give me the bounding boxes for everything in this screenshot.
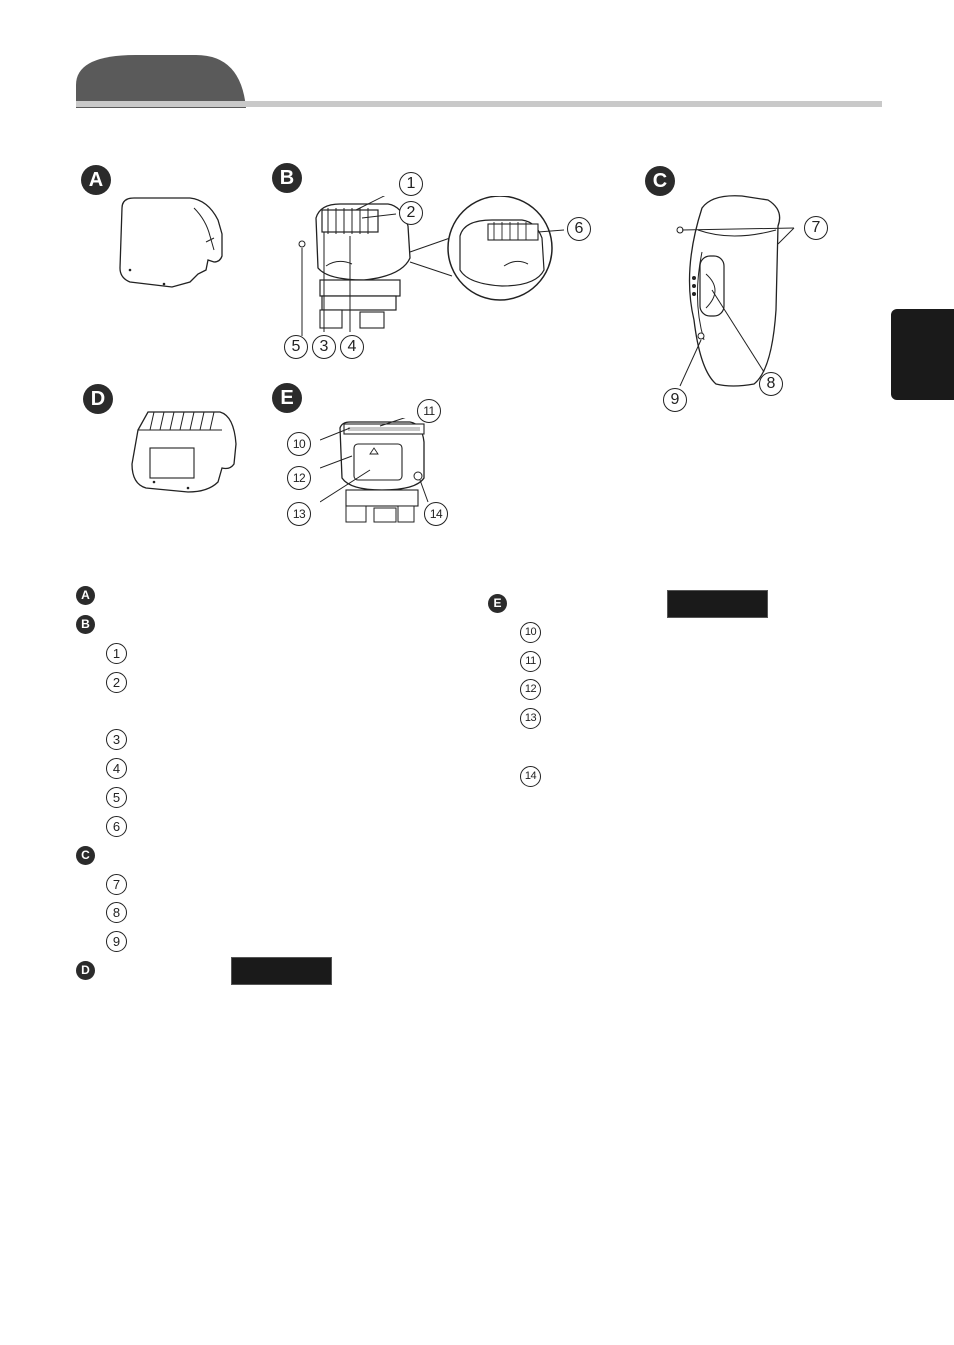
callout-10: 10 <box>287 432 311 456</box>
legend-num-6: 6 <box>106 816 127 837</box>
section-header-rule <box>76 101 882 107</box>
legend-badge-d: D <box>76 961 95 980</box>
legend-num-3: 3 <box>106 729 127 750</box>
figure-badge-d: D <box>83 384 113 414</box>
shaving-head-illustration <box>320 418 429 523</box>
legend-num-8: 8 <box>106 902 127 923</box>
figure-badge-a: A <box>81 165 111 195</box>
legend-num-11: 11 <box>520 651 541 672</box>
legend-num-7: 7 <box>106 874 127 895</box>
callout-14: 14 <box>424 502 448 526</box>
section-header-tab <box>76 55 246 108</box>
legend-num-13: 13 <box>520 708 541 729</box>
legend-num-9: 9 <box>106 931 127 952</box>
legend-badge-c: C <box>76 846 95 865</box>
callout-2: 2 <box>399 201 423 225</box>
legend-badge-b: B <box>76 615 95 634</box>
cap-illustration <box>119 197 223 288</box>
callout-12: 12 <box>287 466 311 490</box>
legend-num-5: 5 <box>106 787 127 808</box>
legend-num-12: 12 <box>520 679 541 700</box>
callout-6: 6 <box>567 217 591 241</box>
callout-7: 7 <box>804 216 828 240</box>
side-index-tab <box>891 309 954 400</box>
legend-num-4: 4 <box>106 758 127 779</box>
optional-accessory-label <box>231 957 332 985</box>
callout-1: 1 <box>399 172 423 196</box>
legend-num-10: 10 <box>520 622 541 643</box>
legend-num-2: 2 <box>106 672 127 693</box>
figure-badge-b: B <box>272 163 302 193</box>
legend-num-14: 14 <box>520 766 541 787</box>
optional-accessory-label-e <box>667 590 768 618</box>
callout-9: 9 <box>663 388 687 412</box>
legend-badge-e: E <box>488 594 507 613</box>
epilation-head-illustration <box>298 196 565 336</box>
callout-4: 4 <box>340 335 364 359</box>
callout-8: 8 <box>759 372 783 396</box>
legend-num-1: 1 <box>106 643 127 664</box>
callout-3: 3 <box>312 335 336 359</box>
figure-badge-e: E <box>272 383 302 413</box>
comb-attachment-illustration <box>131 411 237 493</box>
main-body-illustration <box>676 195 795 387</box>
legend-badge-a: A <box>76 586 95 605</box>
callout-5: 5 <box>284 335 308 359</box>
callout-13: 13 <box>287 502 311 526</box>
figure-badge-c: C <box>645 166 675 196</box>
callout-11: 11 <box>417 399 441 423</box>
